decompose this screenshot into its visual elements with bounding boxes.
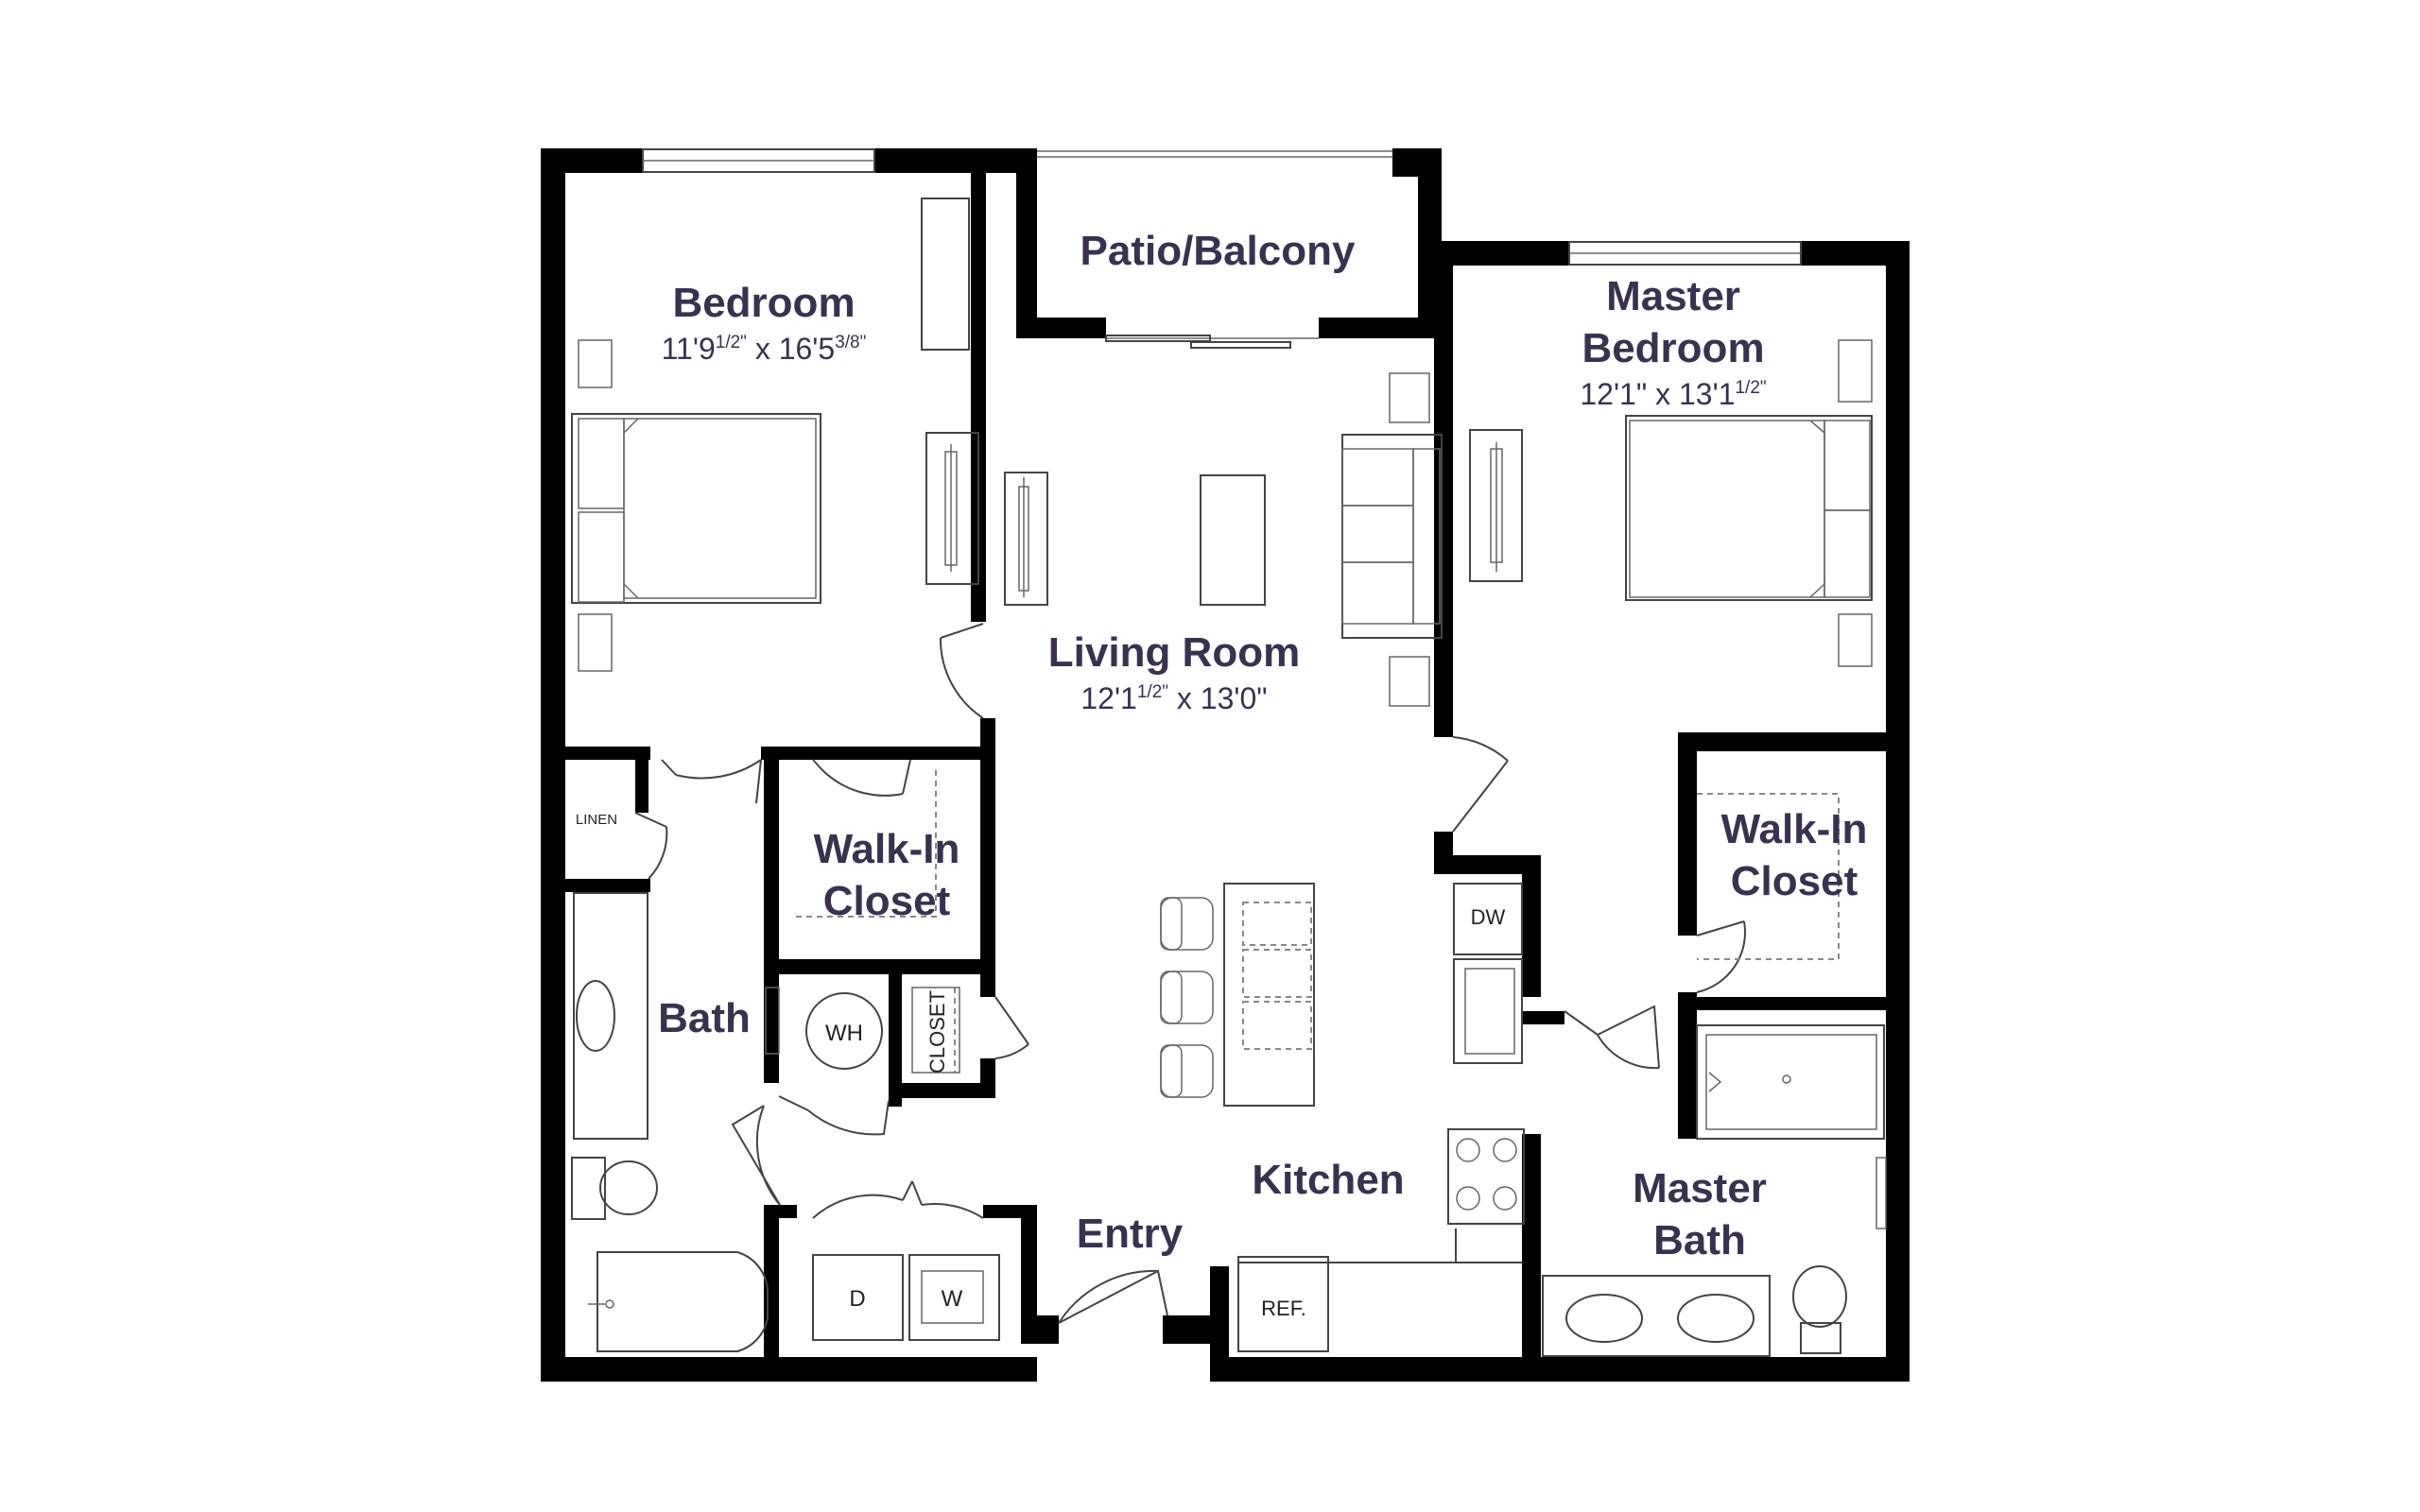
closet-shelving [794, 770, 1840, 1073]
washer-label: W [942, 1286, 963, 1312]
master-bedroom-label-line1: Master [1606, 273, 1740, 319]
room-labels: Bedroom 11'91/2" x 16'53/8" Patio/Balcon… [658, 228, 1867, 1263]
doors [634, 623, 1747, 1324]
windows [642, 148, 1802, 349]
walk-in-closet-right-line2: Closet [1731, 858, 1858, 904]
master-bath-label-line2: Bath [1653, 1217, 1746, 1263]
master-bedroom-dimensions: 12'1" x 13'11/2" [1580, 377, 1766, 411]
fixture-labels: LINEN WH CLOSET DW REF. D W [576, 812, 1506, 1320]
master-bath-label-line1: Master [1633, 1165, 1767, 1211]
patio-balcony-label: Patio/Balcony [1080, 228, 1356, 274]
living-room-dimensions: 12'11/2" x 13'0" [1080, 681, 1267, 715]
furniture [571, 198, 1887, 1357]
closet-label: CLOSET [925, 990, 949, 1074]
dryer-label: D [849, 1286, 865, 1312]
walk-in-closet-left-line1: Walk-In [814, 826, 960, 872]
water-heater-label: WH [825, 1021, 863, 1046]
kitchen-label: Kitchen [1252, 1157, 1404, 1203]
dishwasher-label: DW [1471, 905, 1506, 929]
entry-label: Entry [1077, 1211, 1184, 1257]
walk-in-closet-right-line1: Walk-In [1721, 806, 1868, 852]
master-bedroom-label-line2: Bedroom [1582, 325, 1764, 371]
linen-label: LINEN [576, 812, 617, 828]
walk-in-closet-left-line2: Closet [823, 878, 951, 924]
bedroom-dimensions: 11'91/2" x 16'53/8" [662, 332, 867, 366]
refrigerator-label: REF. [1261, 1297, 1306, 1320]
living-room-label: Living Room [1048, 629, 1300, 676]
walls [541, 148, 1910, 1382]
bath-label: Bath [658, 995, 751, 1041]
bedroom-label: Bedroom [672, 280, 855, 326]
